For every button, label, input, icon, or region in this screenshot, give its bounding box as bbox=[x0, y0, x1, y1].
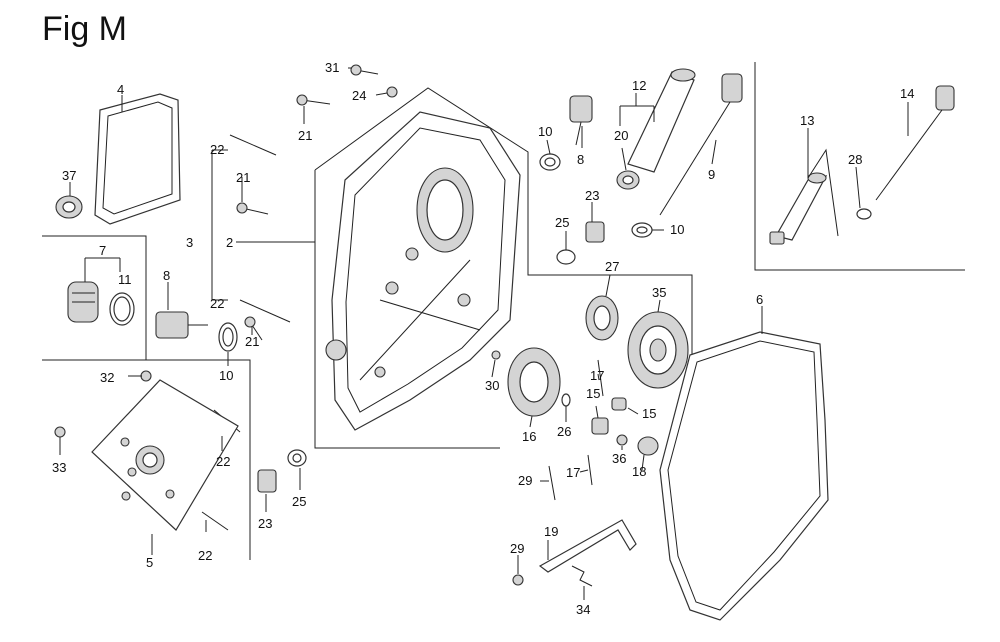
callout-3: 3 bbox=[186, 235, 193, 250]
callout-7: 7 bbox=[99, 243, 106, 258]
callout-29-top: 32 bbox=[100, 370, 114, 385]
callout-12: 12 bbox=[632, 78, 646, 93]
part-bearing-27 bbox=[585, 295, 619, 341]
callout-37: 37 bbox=[62, 168, 76, 183]
callout-9: 9 bbox=[708, 167, 715, 182]
part-filler-tube-12 bbox=[627, 68, 696, 173]
callout-8-top: 8 bbox=[577, 152, 584, 167]
part-studs-22 bbox=[201, 134, 291, 531]
part-plug-23-left bbox=[257, 469, 277, 493]
callout-25-mid: 25 bbox=[555, 215, 569, 230]
part-washer-25-mid bbox=[556, 249, 576, 265]
part-bolt-28 bbox=[350, 64, 379, 76]
callout-22-low: 22 bbox=[216, 454, 230, 469]
callout-24: 24 bbox=[352, 88, 366, 103]
part-sender-8-top bbox=[569, 95, 593, 146]
callout-22-mid: 22 bbox=[210, 296, 224, 311]
callout-28: 31 bbox=[325, 60, 339, 75]
part-washer-30 bbox=[512, 574, 524, 586]
callout-36: 36 bbox=[612, 451, 626, 466]
part-plug-23-mid bbox=[585, 221, 605, 243]
part-nuts-29 bbox=[54, 370, 152, 438]
callout-10-left: 10 bbox=[219, 368, 233, 383]
callout-17-top: 17 bbox=[590, 368, 604, 383]
part-washer-25-left bbox=[287, 449, 307, 467]
callout-22-bottom: 22 bbox=[198, 548, 212, 563]
callout-23-left: 23 bbox=[258, 516, 272, 531]
part-ring-20 bbox=[616, 170, 640, 190]
callout-10-mid: 10 bbox=[670, 222, 684, 237]
callout-30: 29 bbox=[510, 541, 524, 556]
part-shaft-19 bbox=[538, 519, 637, 573]
callout-25-left: 25 bbox=[292, 494, 306, 509]
part-pin-17 bbox=[587, 359, 604, 486]
callout-23-mid: 23 bbox=[585, 188, 599, 203]
part-oring-11 bbox=[109, 292, 135, 326]
part-bushing-18 bbox=[637, 436, 659, 456]
frame-lines bbox=[42, 62, 965, 560]
part-washer-10-top bbox=[539, 153, 561, 171]
part-tube-13 bbox=[769, 172, 828, 245]
part-cap-7 bbox=[67, 281, 99, 323]
part-gasket-4 bbox=[94, 93, 181, 225]
part-small-31 bbox=[491, 350, 501, 360]
part-crankcase-cover-2 bbox=[325, 111, 521, 431]
callout-4: 4 bbox=[117, 82, 124, 97]
callout-8-left: 8 bbox=[163, 268, 170, 283]
part-washer-10-left bbox=[218, 322, 238, 352]
callout-21-low: 21 bbox=[245, 334, 259, 349]
callout-numbers: 4 37 3 2 22 21 21 22 21 7 11 8 10 32 33 … bbox=[52, 60, 914, 617]
callout-10-top: 10 bbox=[538, 124, 552, 139]
callout-32: 29 bbox=[518, 473, 532, 488]
callout-27: 27 bbox=[605, 259, 619, 274]
callout-34: 28 bbox=[848, 152, 862, 167]
part-governor-15 bbox=[591, 397, 627, 435]
part-seal-37 bbox=[55, 195, 83, 219]
part-small-26 bbox=[561, 393, 571, 407]
callout-5: 5 bbox=[146, 555, 153, 570]
part-bolts-21 bbox=[236, 94, 331, 341]
callout-11: 11 bbox=[118, 272, 132, 287]
part-washer-34 bbox=[856, 208, 872, 220]
part-washer-10-mid bbox=[631, 222, 653, 238]
part-washer-36 bbox=[616, 434, 628, 446]
callout-17-low: 17 bbox=[566, 465, 580, 480]
callout-31: 30 bbox=[485, 378, 499, 393]
callout-35: 35 bbox=[652, 285, 666, 300]
part-clip-33 bbox=[571, 565, 593, 587]
callout-15-right: 15 bbox=[642, 406, 656, 421]
callout-18: 18 bbox=[632, 464, 646, 479]
callout-21-top: 21 bbox=[298, 128, 312, 143]
part-gear-16 bbox=[507, 347, 561, 417]
callout-19: 19 bbox=[544, 524, 558, 539]
callout-6: 6 bbox=[756, 292, 763, 307]
callout-33: 34 bbox=[576, 602, 590, 617]
callout-2: 2 bbox=[226, 235, 233, 250]
callout-20: 20 bbox=[614, 128, 628, 143]
callout-14: 14 bbox=[900, 86, 914, 101]
part-cover-5 bbox=[91, 379, 239, 531]
callout-21-mid: 21 bbox=[236, 170, 250, 185]
part-dipstick-14 bbox=[875, 85, 955, 201]
callout-16: 16 bbox=[522, 429, 536, 444]
part-pin-32 bbox=[548, 465, 556, 501]
leader-lines bbox=[59, 67, 909, 600]
part-bearing-35 bbox=[627, 311, 689, 389]
part-dipstick-9 bbox=[659, 73, 743, 216]
callout-13: 13 bbox=[800, 113, 814, 128]
part-sender-8-left bbox=[155, 311, 208, 339]
callout-26: 26 bbox=[557, 424, 571, 439]
part-nut-24 bbox=[386, 86, 398, 98]
callout-15-left: 15 bbox=[586, 386, 600, 401]
callout-22-top: 22 bbox=[210, 142, 224, 157]
part-gasket-6 bbox=[659, 331, 829, 621]
figure-title: Fig M bbox=[42, 10, 127, 48]
callout-29-low: 33 bbox=[52, 460, 66, 475]
